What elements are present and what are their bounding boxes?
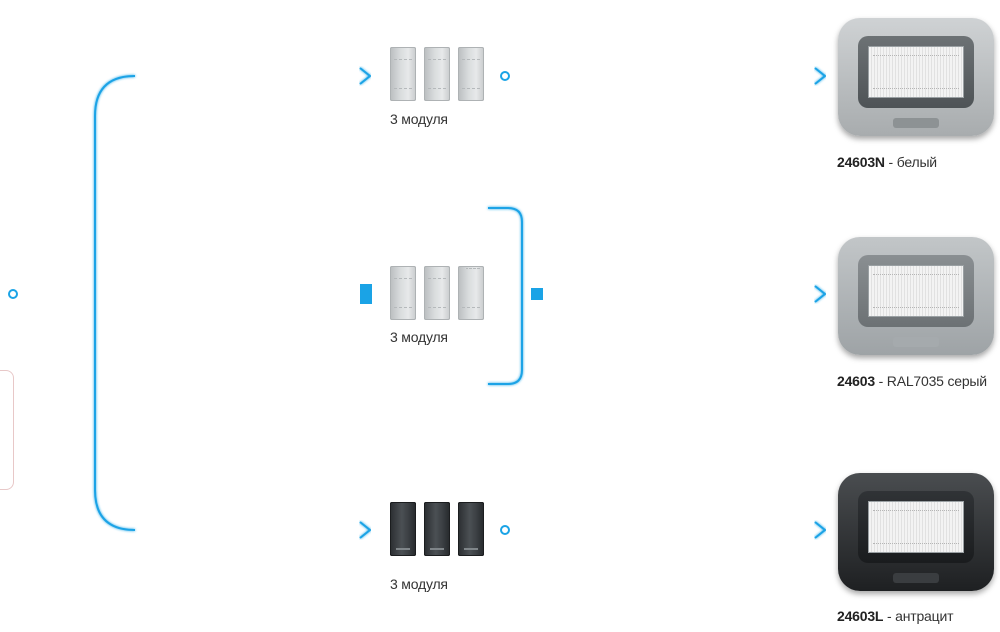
square-output-icon — [531, 288, 543, 300]
product-description: белый — [896, 154, 937, 170]
input-node-icon — [8, 289, 18, 299]
module-icon — [424, 502, 450, 556]
product-code: 24603L — [837, 608, 884, 624]
arrow-top-icon — [359, 67, 372, 85]
product-code: 24603 — [837, 373, 875, 389]
product-image-white — [838, 18, 994, 136]
arrow-bottom-product-icon — [814, 521, 827, 539]
product-image-anthracite — [838, 473, 994, 591]
product-description: антрацит — [895, 608, 954, 624]
product-code: 24603N — [837, 154, 885, 170]
module-group-top — [390, 47, 484, 101]
module-icon — [390, 502, 416, 556]
module-icon — [390, 47, 416, 101]
module-icon — [390, 266, 416, 320]
module-group-middle — [390, 266, 484, 320]
module-icon — [458, 502, 484, 556]
side-panel-edge — [0, 370, 14, 490]
square-connector-icon — [360, 284, 372, 304]
bracket-line — [488, 207, 523, 385]
product-caption-middle: 24603 - RAL7035 серый — [837, 373, 987, 389]
arrow-top-product-icon — [814, 67, 827, 85]
arrow-middle-product-icon — [814, 285, 827, 303]
module-count-label-middle: 3 модуля — [390, 329, 448, 345]
module-count-label-top: 3 модуля — [390, 111, 448, 127]
top-output-node-icon — [500, 71, 510, 81]
module-group-bottom — [390, 502, 484, 556]
product-caption-bottom: 24603L - антрацит — [837, 608, 954, 624]
product-description: RAL7035 серый — [886, 373, 987, 389]
module-icon — [458, 266, 484, 320]
module-icon — [424, 47, 450, 101]
module-icon — [424, 266, 450, 320]
arrow-bottom-icon — [359, 521, 372, 539]
module-count-label-bottom: 3 модуля — [390, 576, 448, 592]
module-icon — [458, 47, 484, 101]
bottom-output-node-icon — [500, 525, 510, 535]
product-caption-top: 24603N - белый — [837, 154, 937, 170]
bus-line — [94, 75, 136, 531]
product-image-grey — [838, 237, 994, 355]
